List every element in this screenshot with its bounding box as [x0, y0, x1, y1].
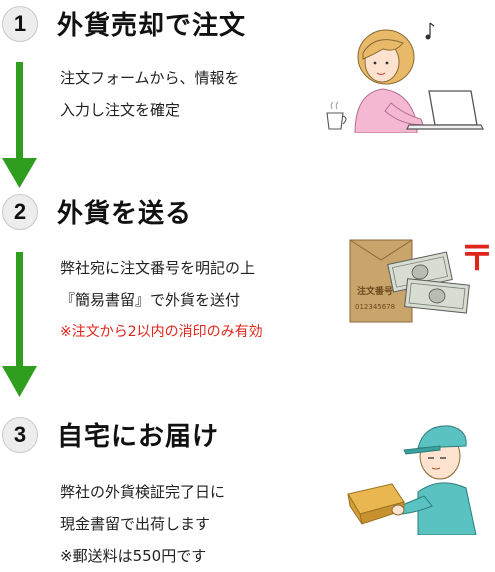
- step-3-line-2: 現金書留で出荷します: [60, 515, 211, 533]
- down-arrow-icon: [2, 252, 37, 397]
- step-3-line-1: 弊社の外貨検証完了日に: [60, 483, 226, 501]
- step-1-description: 注文フォームから、情報を 入力し注文を確定: [60, 62, 240, 126]
- envelope-banknotes-illustration: 注文番号 012345678 〒: [349, 239, 493, 323]
- step-3-description: 弊社の外貨検証完了日に 現金書留で出荷します ※郵送料は550円です: [60, 476, 225, 572]
- step-2-number: 2: [2, 194, 38, 230]
- envelope-number: 012345678: [355, 303, 395, 311]
- postal-mark-icon: 〒: [460, 239, 493, 279]
- step-2-line-1: 弊社宛に注文番号を明記の上: [60, 259, 256, 277]
- package-icon: [347, 483, 405, 525]
- step-3-line-3: ※郵送料は550円です: [60, 547, 207, 565]
- step-1-title: 外貨売却で注文: [57, 11, 247, 41]
- delivery-man-illustration: [347, 425, 477, 535]
- coffee-cup-icon: [326, 101, 347, 130]
- music-note-icon: [425, 22, 435, 40]
- step-1-line-1: 注文フォームから、情報を: [60, 69, 240, 87]
- step-2-title: 外貨を送る: [57, 199, 193, 229]
- step-1-line-2: 入力し注文を確定: [60, 101, 181, 119]
- down-arrow-icon: [2, 62, 37, 188]
- step-3-title: 自宅にお届け: [57, 422, 220, 452]
- step-2-note: ※注文から2以内の消印のみ有効: [60, 324, 263, 340]
- step-2-line-2: 『簡易書留』で外貨を送付: [60, 291, 241, 309]
- step-1-number: 1: [2, 6, 38, 42]
- step-3-number: 3: [2, 417, 38, 453]
- woman-laptop-illustration: [326, 22, 484, 133]
- step-2-description: 弊社宛に注文番号を明記の上 『簡易書留』で外貨を送付 ※注文から2以内の消印のみ…: [60, 252, 263, 348]
- envelope-label: 注文番号: [357, 285, 393, 297]
